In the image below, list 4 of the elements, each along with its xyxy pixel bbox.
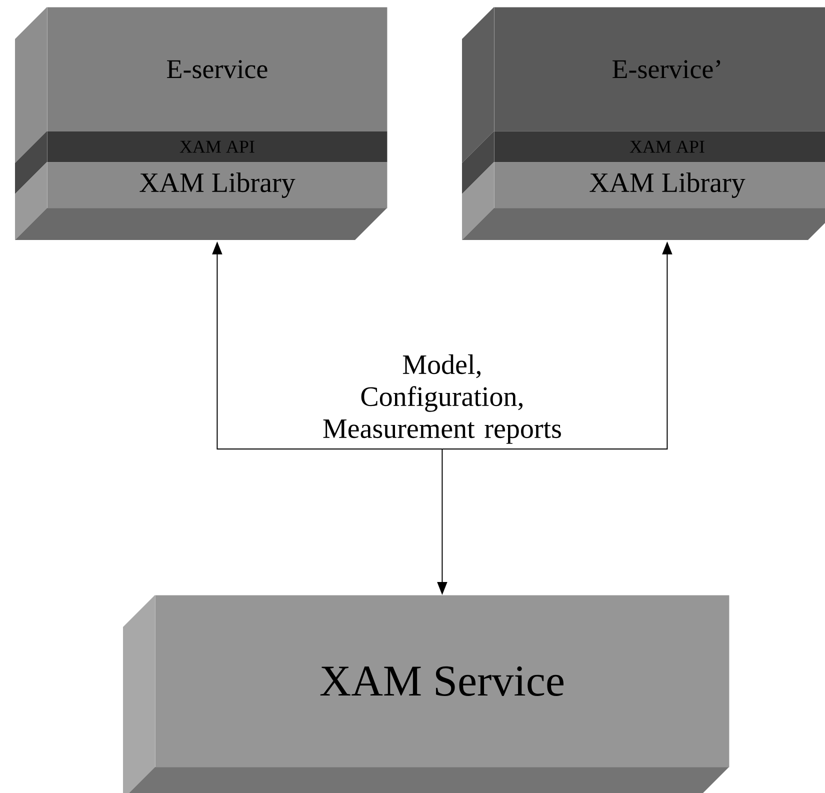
service-block: XAM Service	[123, 595, 730, 793]
block-layer: XAM Library	[462, 162, 825, 240]
edge-label: Model, Configuration, Measurement reports	[323, 354, 561, 444]
block-layer: XAM Library	[15, 162, 388, 240]
